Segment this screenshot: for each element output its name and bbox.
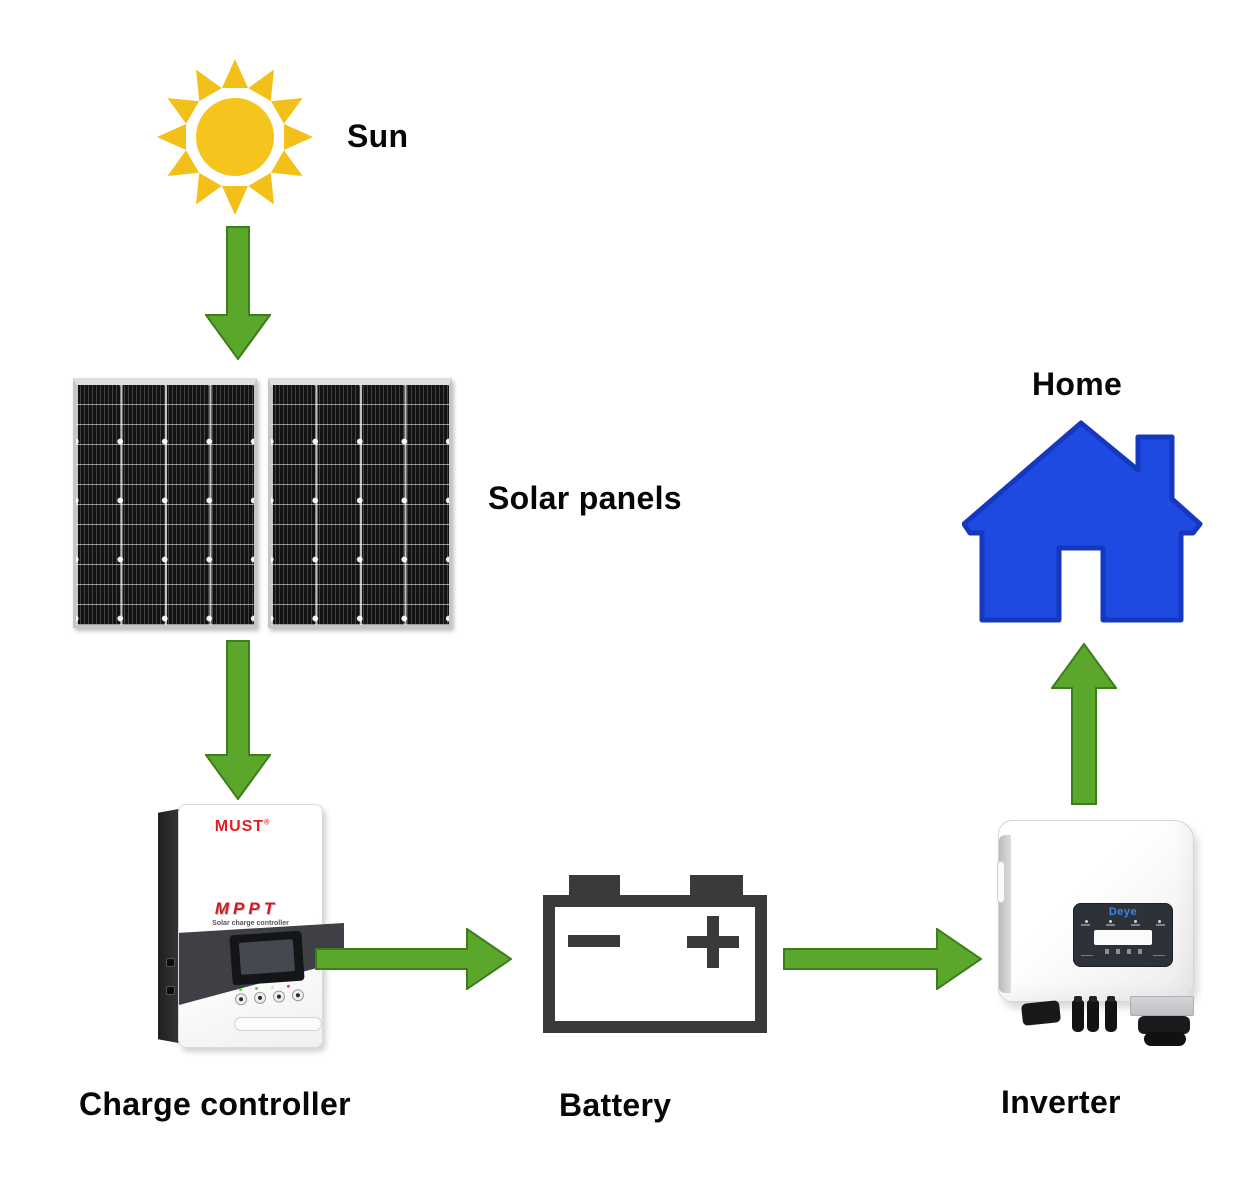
inverter-lcd bbox=[1094, 930, 1152, 945]
inverter-cable-gland bbox=[1138, 1016, 1190, 1034]
home-label: Home bbox=[1032, 366, 1123, 402]
controller-lcd-screen bbox=[229, 930, 305, 986]
mc4-connector bbox=[1087, 996, 1099, 1032]
battery-label: Battery bbox=[559, 1087, 672, 1123]
inverter-button-glyphs bbox=[1073, 949, 1173, 954]
solar-panels-icon bbox=[73, 378, 452, 628]
inverter-display-panel: Deye bbox=[1073, 903, 1173, 967]
controller-button bbox=[234, 992, 248, 1006]
home-icon bbox=[961, 420, 1205, 629]
inverter-connector bbox=[1020, 1000, 1062, 1026]
controller-brand-logo: MUST® bbox=[214, 818, 271, 835]
controller-front: MUST® MPPT Solar charge controller bbox=[178, 804, 344, 1048]
arrow-sun-to-panels bbox=[204, 226, 272, 365]
inverter-side bbox=[999, 835, 1011, 993]
controller-model-text: MPPT bbox=[214, 899, 279, 918]
controller-button bbox=[291, 988, 305, 1002]
display-trim bbox=[1153, 955, 1165, 956]
controller-lcd-glass bbox=[238, 939, 295, 975]
arrow-inverter-to-home bbox=[1050, 642, 1118, 810]
display-trim bbox=[1081, 955, 1093, 956]
solar-panel-left bbox=[73, 378, 257, 628]
mc4-connector bbox=[1072, 996, 1084, 1032]
inverter-status-leds bbox=[1073, 918, 1173, 923]
solar-panels-label: Solar panels bbox=[488, 480, 682, 516]
battery-icon bbox=[543, 875, 767, 1038]
inverter-side-latch bbox=[997, 861, 1005, 903]
solar-panel-right bbox=[268, 378, 452, 628]
controller-port bbox=[166, 958, 175, 967]
inverter-bottom-plate bbox=[1130, 996, 1194, 1016]
controller-button bbox=[253, 991, 267, 1005]
arrow-battery-to-inverter bbox=[783, 927, 983, 995]
inverter-led-labels bbox=[1073, 923, 1173, 926]
sun-label: Sun bbox=[347, 118, 409, 154]
arrow-controller-to-battery bbox=[315, 927, 513, 995]
sun-icon bbox=[155, 57, 315, 217]
arrow-panels-to-controller bbox=[204, 640, 272, 805]
inverter-cable-gland bbox=[1144, 1032, 1186, 1046]
controller-vent bbox=[234, 1017, 322, 1031]
battery-negative-terminal bbox=[568, 935, 620, 947]
controller-button bbox=[272, 990, 286, 1003]
mc4-connector bbox=[1105, 996, 1117, 1032]
controller-subtitle: Solar charge controller bbox=[212, 920, 289, 927]
charge-controller-label: Charge controller bbox=[79, 1086, 351, 1122]
inverter-brand-logo: Deye bbox=[1108, 906, 1138, 918]
charge-controller-photo: MUST® MPPT Solar charge controller bbox=[158, 804, 344, 1048]
controller-port bbox=[166, 986, 175, 995]
inverter-body: Deye bbox=[997, 820, 1194, 1002]
inverter-label: Inverter bbox=[1001, 1084, 1121, 1120]
inverter-photo: Deye bbox=[990, 818, 1200, 1058]
controller-buttons bbox=[234, 988, 312, 1006]
